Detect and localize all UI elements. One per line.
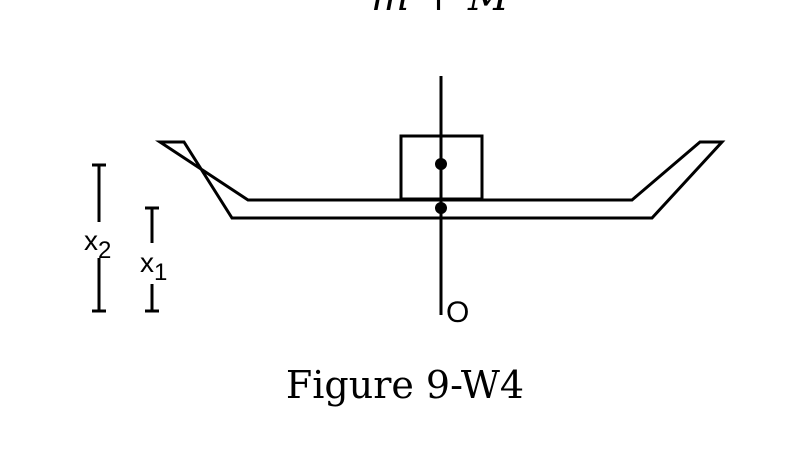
x1-label: x1	[140, 247, 167, 286]
tray-center-dot	[435, 202, 447, 214]
x1-dimension	[145, 206, 159, 313]
x2-dimension	[92, 163, 106, 313]
block-center-dot	[435, 158, 447, 170]
tray-outline	[154, 140, 726, 220]
origin-label: O	[446, 296, 469, 329]
equation-fragment: m + M	[371, 0, 510, 20]
figure-caption: Figure 9-W4	[286, 363, 524, 407]
x2-label: x2	[84, 225, 111, 264]
